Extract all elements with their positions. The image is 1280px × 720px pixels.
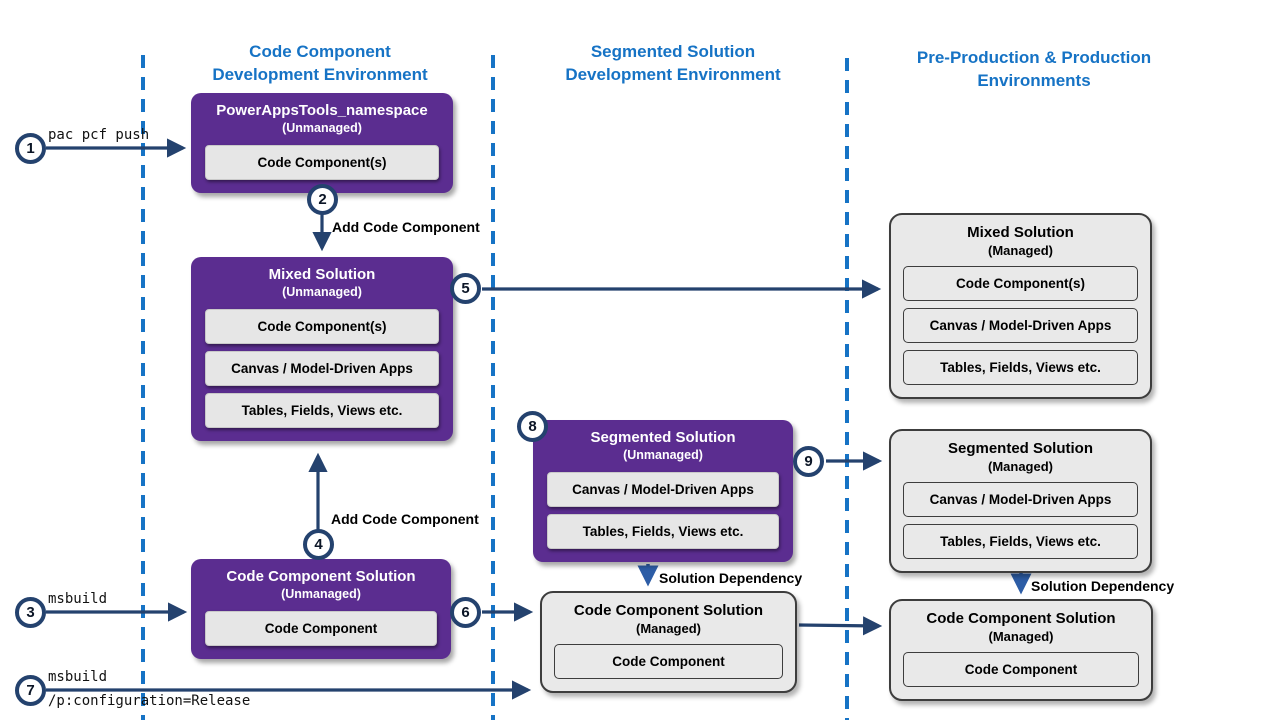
step-8-badge: 8 — [517, 411, 548, 442]
box-subtitle: (Managed) — [636, 621, 701, 636]
box-code-component-solution-unmanaged: Code Component Solution (Unmanaged) Code… — [191, 559, 451, 659]
box-item: Canvas / Model-Driven Apps — [903, 482, 1138, 517]
box-title: Code Component Solution — [226, 568, 416, 585]
box-item: Code Component — [903, 652, 1139, 687]
box-subtitle: (Unmanaged) — [623, 448, 703, 462]
header-line: Pre-Production & Production — [916, 48, 1152, 67]
step-1-badge: 1 — [15, 133, 46, 164]
box-subtitle: (Managed) — [988, 629, 1054, 644]
step-3-badge: 3 — [15, 597, 46, 628]
box-title: Code Component Solution — [926, 610, 1116, 627]
box-title: Segmented Solution — [590, 429, 736, 446]
box-title: Code Component Solution — [573, 602, 764, 619]
header-line: Development Environment — [565, 65, 781, 84]
box-title: Segmented Solution — [947, 440, 1093, 457]
box-item: Canvas / Model-Driven Apps — [205, 351, 439, 386]
box-item: Code Component(s) — [903, 266, 1138, 301]
header-code-component-env: Code Component Development Environment — [170, 40, 470, 86]
label-pac-pcf-push: pac pcf push — [48, 127, 150, 143]
box-subtitle: (Unmanaged) — [282, 285, 362, 299]
box-code-component-solution-managed-right: Code Component Solution (Managed) Code C… — [889, 599, 1153, 701]
label-msbuild: msbuild — [48, 591, 108, 607]
environment-separator-lines — [141, 55, 849, 720]
header-line: Segmented Solution — [590, 42, 756, 61]
box-item: Canvas / Model-Driven Apps — [903, 308, 1138, 343]
label-solution-dependency-right: Solution Dependency — [1031, 578, 1175, 594]
box-item: Code Component — [554, 644, 783, 679]
step-4-badge: 4 — [303, 529, 334, 560]
box-item: Canvas / Model-Driven Apps — [547, 472, 779, 507]
step-6-badge: 6 — [450, 597, 481, 628]
header-segmented-env: Segmented Solution Development Environme… — [523, 40, 823, 86]
box-powerappstools-namespace: PowerAppsTools_namespace (Unmanaged) Cod… — [191, 93, 453, 193]
label-solution-dependency-mid: Solution Dependency — [659, 570, 803, 586]
dependency-arrows — [637, 564, 1032, 595]
box-title: Mixed Solution — [967, 224, 1074, 241]
label-msbuild-release: msbuild /p:configuration=Release — [48, 669, 251, 709]
box-title: PowerAppsTools_namespace — [216, 102, 428, 119]
box-item: Tables, Fields, Views etc. — [903, 350, 1138, 385]
step-7-badge: 7 — [15, 675, 46, 706]
box-code-component-solution-managed-mid: Code Component Solution (Managed) Code C… — [540, 591, 797, 693]
box-subtitle: (Managed) — [988, 243, 1053, 258]
label-add-code-component-top: Add Code Component — [332, 219, 480, 235]
step-2-badge: 2 — [307, 184, 338, 215]
box-subtitle: (Unmanaged) — [281, 587, 361, 601]
box-item: Tables, Fields, Views etc. — [903, 524, 1138, 559]
box-segmented-solution-managed: Segmented Solution (Managed) Canvas / Mo… — [889, 429, 1152, 573]
header-production-env: Pre-Production & Production Environments — [884, 46, 1184, 92]
box-item: Tables, Fields, Views etc. — [547, 514, 779, 549]
box-mixed-solution-managed: Mixed Solution (Managed) Code Component(… — [889, 213, 1152, 399]
flow-arrows — [46, 138, 883, 700]
box-item: Code Component — [205, 611, 437, 646]
header-line: Environments — [977, 71, 1091, 90]
step-9-badge: 9 — [793, 446, 824, 477]
header-line: Code Component — [249, 42, 391, 61]
label-add-code-component-bottom: Add Code Component — [331, 511, 479, 527]
box-title: Mixed Solution — [268, 266, 376, 283]
box-segmented-solution-unmanaged: Segmented Solution (Unmanaged) Canvas / … — [533, 420, 793, 562]
box-subtitle: (Managed) — [988, 459, 1053, 474]
box-item: Tables, Fields, Views etc. — [205, 393, 439, 428]
box-item: Code Component(s) — [205, 309, 439, 344]
box-item: Code Component(s) — [205, 145, 439, 180]
step-5-badge: 5 — [450, 273, 481, 304]
box-subtitle: (Unmanaged) — [282, 121, 362, 135]
header-line: Development Environment — [212, 65, 428, 84]
box-mixed-solution-unmanaged: Mixed Solution (Unmanaged) Code Componen… — [191, 257, 453, 441]
